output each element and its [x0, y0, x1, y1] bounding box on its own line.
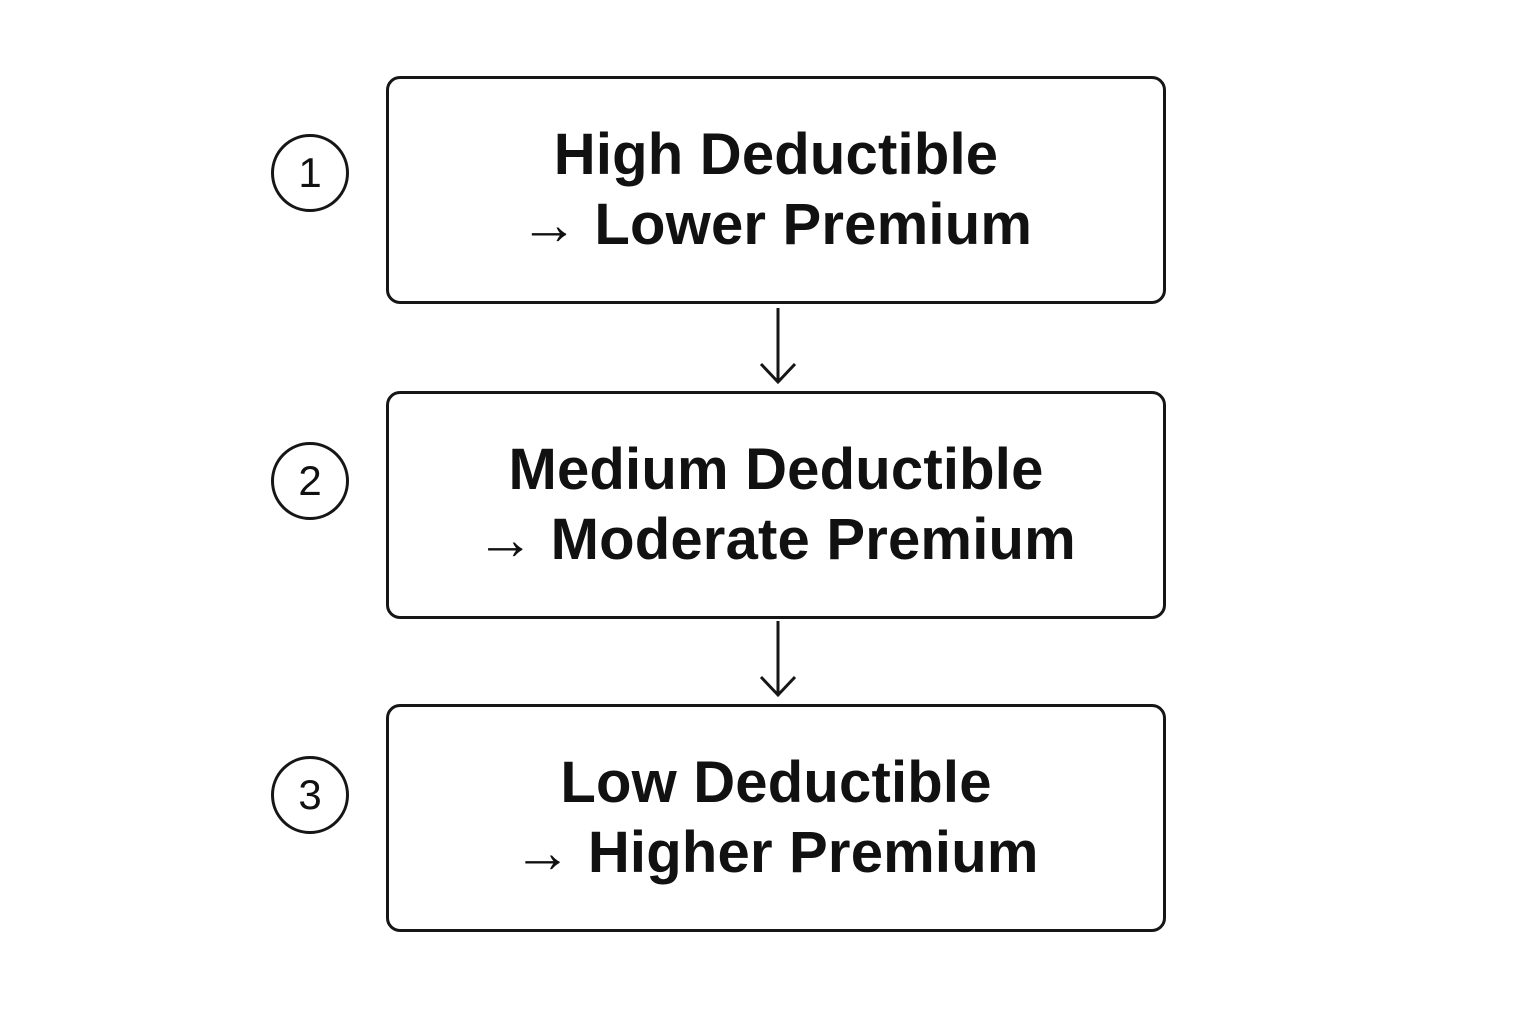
step-number-2: 2: [271, 442, 349, 520]
step-number-3: 3: [271, 756, 349, 834]
step-title: Low Deductible: [560, 750, 992, 815]
arrow-down-icon: [759, 308, 797, 385]
step-number-1: 1: [271, 134, 349, 212]
step-box-medium-deductible: Medium Deductible → Moderate Premium: [386, 391, 1166, 619]
step-title: High Deductible: [553, 122, 999, 187]
step-box-low-deductible: Low Deductible → Higher Premium: [386, 704, 1166, 932]
arrow-down-icon: [759, 621, 797, 698]
step-premium: → Moderate Premium: [476, 507, 1076, 572]
step-box-high-deductible: High Deductible → Lower Premium: [386, 76, 1166, 304]
step-premium: → Higher Premium: [513, 820, 1039, 885]
step-title: Medium Deductible: [508, 437, 1044, 502]
step-premium: → Lower Premium: [519, 192, 1033, 257]
